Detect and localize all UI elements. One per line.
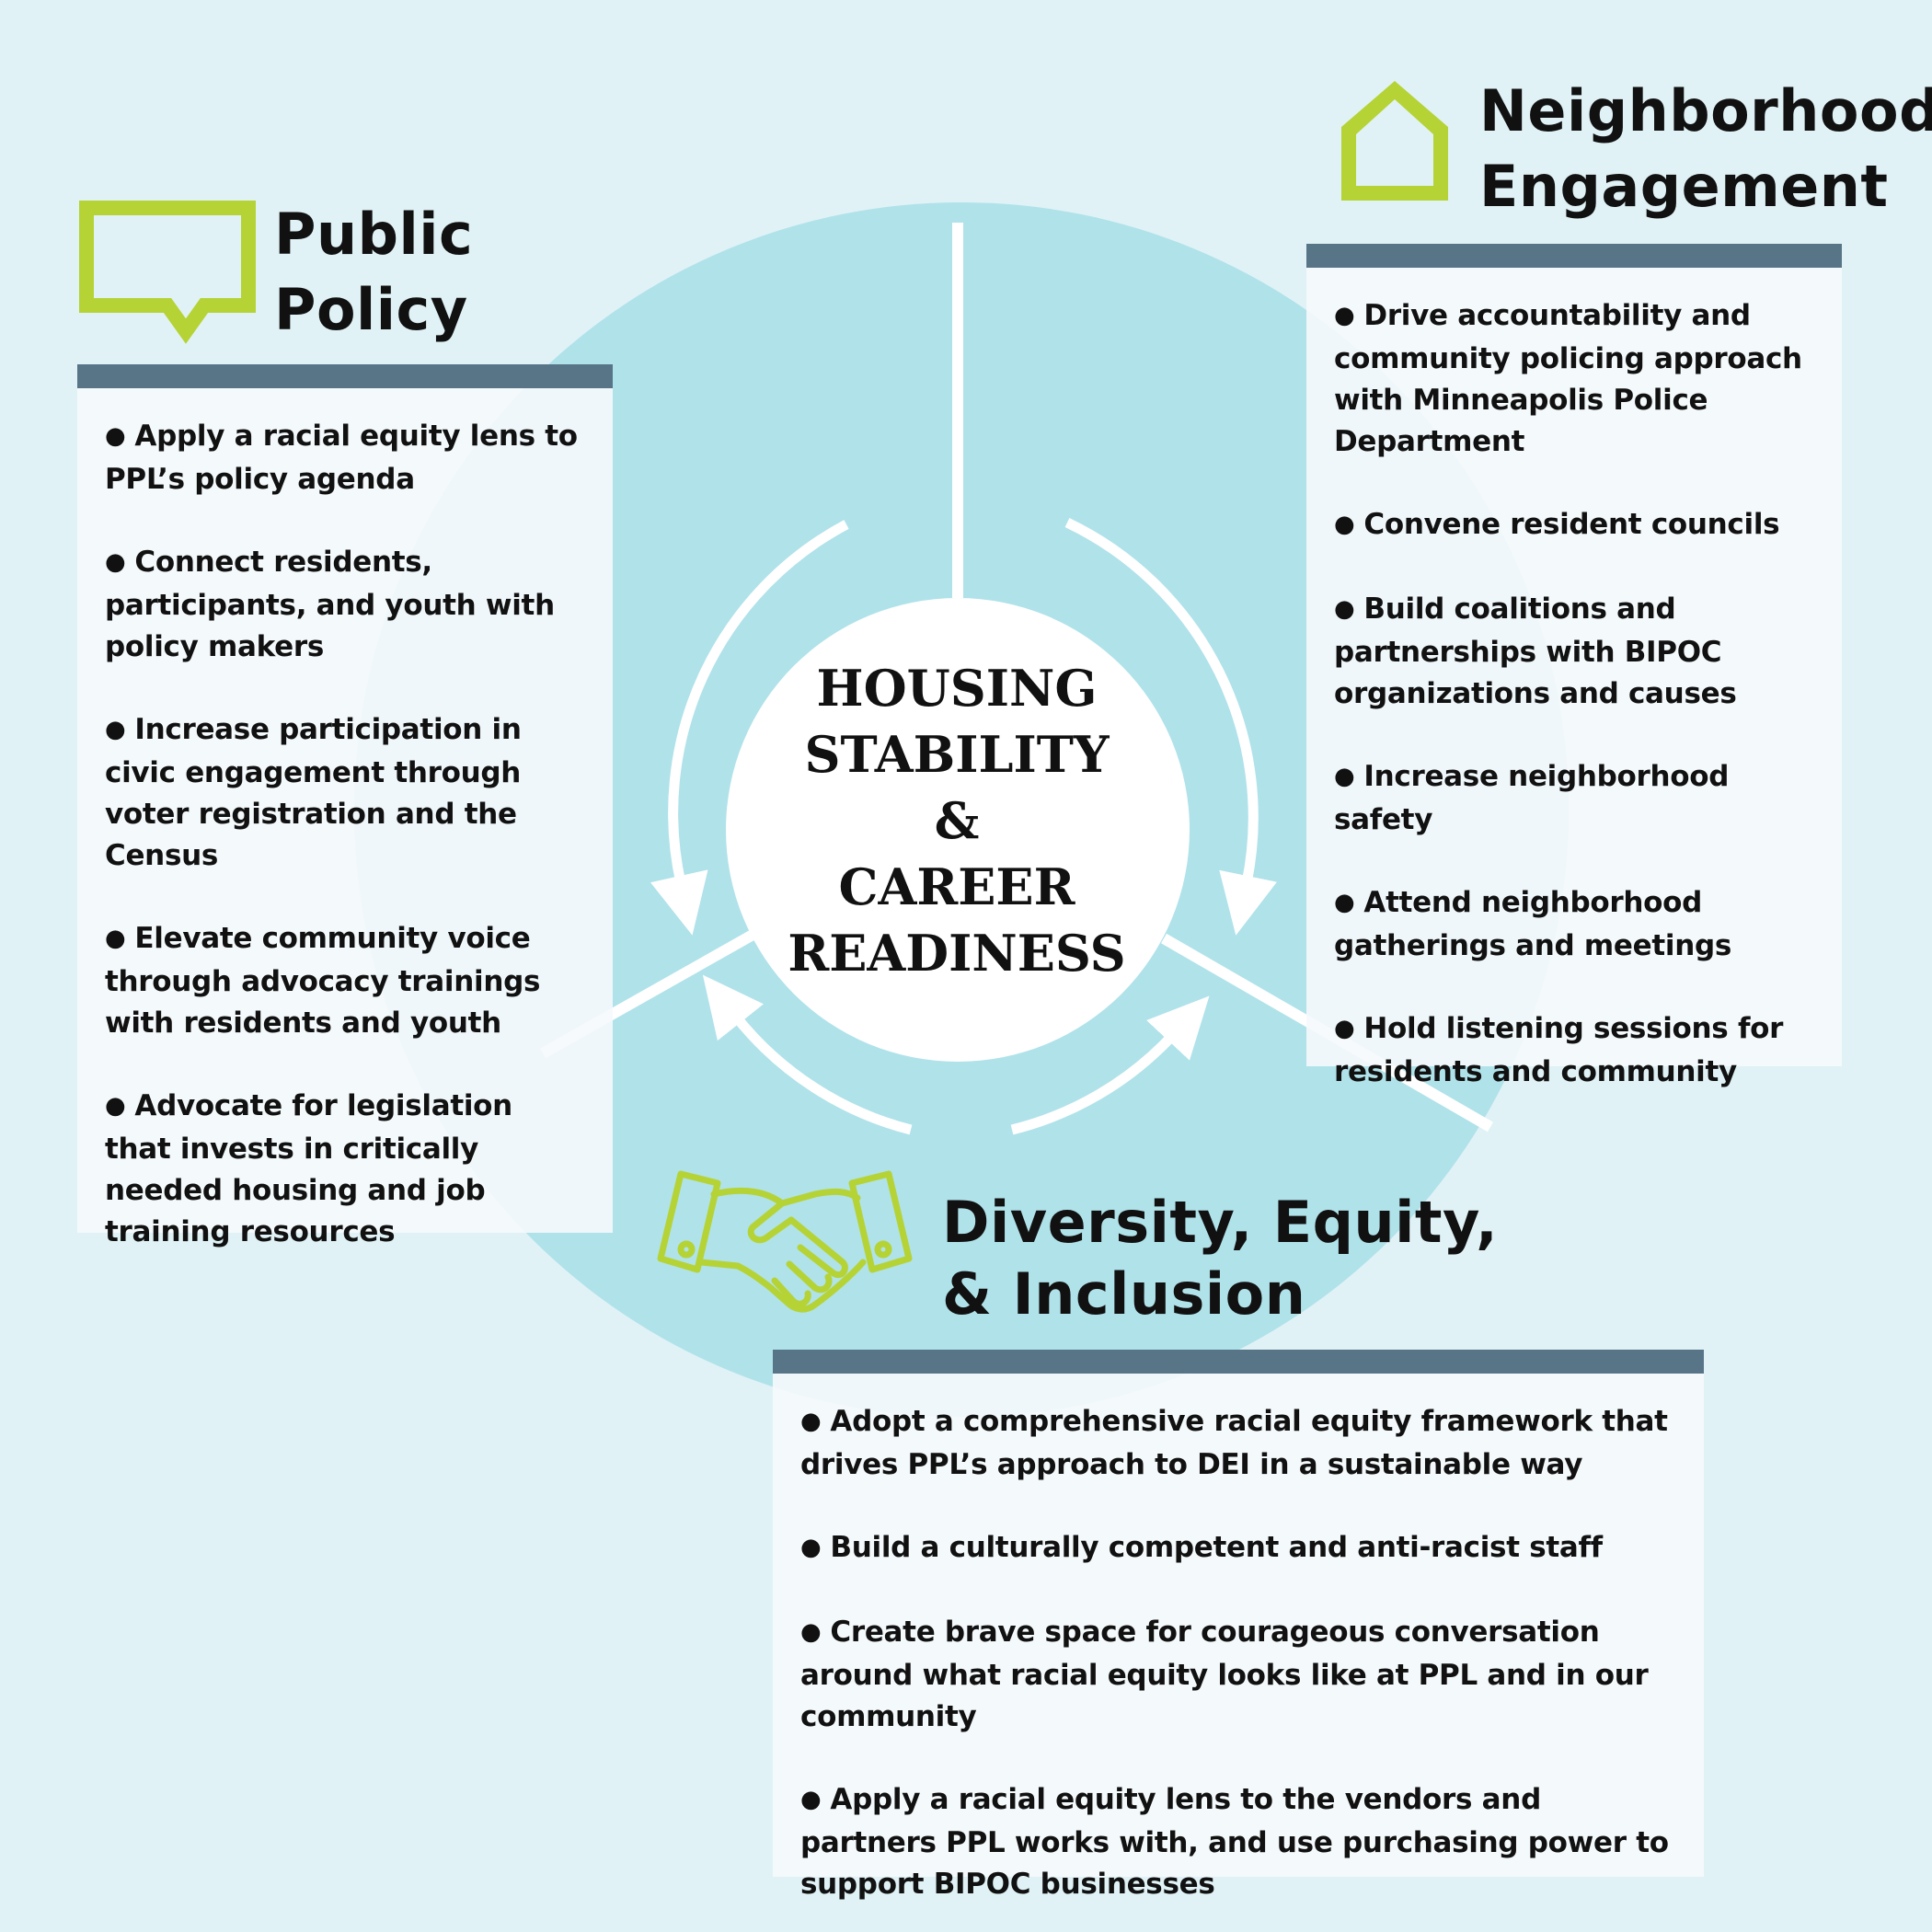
cycle-arrow-right (1064, 518, 1277, 936)
list-item: Apply a racial equity lens to the vendor… (800, 1779, 1676, 1905)
heading-line: Neighborhood (1479, 77, 1932, 144)
center-line: HOUSING (816, 659, 1098, 718)
list-item: Build coalitions and partnerships with B… (1334, 589, 1814, 715)
center-title: HOUSING STABILITY & CAREER READINESS (727, 655, 1187, 986)
cycle-arrow-bottom-right (1010, 995, 1210, 1135)
speech-bubble-icon (79, 201, 256, 344)
list-item: Drive accountability and community polic… (1334, 295, 1814, 463)
handshake-icon (657, 1170, 913, 1313)
list-item: Increase neighborhood safety (1334, 756, 1814, 841)
list-item: Convene resident councils (1334, 504, 1814, 547)
heading-line: Public (274, 201, 474, 268)
cycle-arrow-bottom-left (702, 974, 913, 1135)
list-item: Create brave space for courageous conver… (800, 1612, 1676, 1738)
heading-line: & Inclusion (942, 1260, 1306, 1328)
dei-heading: Diversity, Equity, & Inclusion (942, 1187, 1498, 1330)
neighborhood-engagement-list: Drive accountability and community polic… (1334, 295, 1814, 1093)
public-policy-heading: Public Policy (274, 197, 473, 349)
neighborhood-engagement-panel: Drive accountability and community polic… (1306, 244, 1842, 1088)
cycle-arrow-left (650, 520, 849, 936)
list-item: Increase participation in civic engageme… (105, 709, 585, 877)
center-line: STABILITY (804, 725, 1110, 784)
house-icon (1341, 81, 1448, 201)
list-item: Connect residents, participants, and you… (105, 542, 585, 668)
list-item: Attend neighborhood gatherings and meeti… (1334, 882, 1814, 967)
list-item: Advocate for legislation that invests in… (105, 1086, 585, 1253)
public-policy-list: Apply a racial equity lens to PPL’s poli… (105, 416, 585, 1253)
list-item: Adopt a comprehensive racial equity fram… (800, 1401, 1676, 1486)
heading-line: Policy (274, 276, 468, 344)
center-line: READINESS (788, 924, 1126, 983)
dei-panel: Adopt a comprehensive racial equity fram… (773, 1350, 1704, 1901)
list-item: Build a culturally competent and anti-ra… (800, 1527, 1676, 1570)
dei-list: Adopt a comprehensive racial equity fram… (800, 1401, 1676, 1905)
center-line: & (934, 791, 980, 850)
heading-line: Diversity, Equity, (942, 1189, 1499, 1256)
heading-line: Engagement (1479, 153, 1889, 221)
neighborhood-engagement-heading: Neighborhood Engagement (1479, 74, 1932, 225)
list-item: Hold listening sessions for residents an… (1334, 1008, 1814, 1093)
center-line: CAREER (838, 857, 1075, 916)
public-policy-panel: Apply a racial equity lens to PPL’s poli… (77, 364, 613, 1248)
list-item: Elevate community voice through advocacy… (105, 918, 585, 1044)
list-item: Apply a racial equity lens to PPL’s poli… (105, 416, 585, 500)
center-circle (726, 598, 1190, 1062)
